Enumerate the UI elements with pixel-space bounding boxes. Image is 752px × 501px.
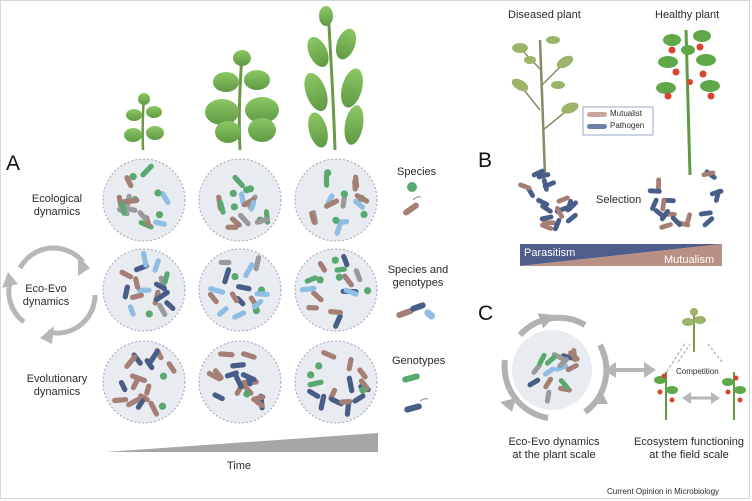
panel-a-label: A — [6, 152, 21, 175]
legend-mutualist-label: Mutualist — [610, 109, 643, 118]
credit-text: Current Opinion in Microbiology — [607, 487, 720, 496]
legend-species-label: Species — [397, 166, 437, 178]
microbe-circle-r1-c2 — [198, 158, 282, 242]
legend-species-genotypes-label: Species and genotypes — [387, 264, 449, 289]
microbe-circle-r3-c1 — [102, 340, 186, 424]
competition-dashed-arrows — [663, 341, 723, 377]
parasitism-label: Parasitism — [524, 247, 576, 259]
legend-genotypes-label: Genotypes — [392, 355, 446, 367]
medium-plant-icon — [205, 50, 279, 151]
microbe-circle-r3-c2 — [198, 340, 282, 424]
plant-scale-microbes — [527, 348, 580, 404]
time-wedge — [105, 433, 378, 452]
microbe-grid — [102, 158, 378, 424]
diseased-plant-label: Diseased plant — [508, 9, 581, 21]
plant-scale-label: Eco-Evo dynamics at the plant scale — [508, 436, 600, 461]
microbe-circle-r2-c1 — [102, 248, 186, 332]
microbe-circle-r1-c3 — [294, 158, 378, 242]
time-label: Time — [227, 460, 252, 472]
ecological-dynamics-label: Ecological dynamics — [31, 193, 83, 218]
evolutionary-dynamics-label: Evolutionary dynamics — [26, 373, 88, 398]
microbe-circle-r2-c3 — [294, 248, 378, 332]
large-plant-icon — [304, 6, 364, 151]
microbe-circle-r2-c2 — [198, 248, 282, 332]
microbe-legend-box — [582, 106, 654, 136]
mutualism-label: Mutualism — [664, 254, 715, 266]
field-right-plant-icon — [722, 372, 746, 420]
small-plant-icon — [124, 93, 164, 151]
competition-label: Competition — [676, 367, 719, 376]
legend-genotypes-icons — [402, 373, 429, 413]
eco-evo-dynamics-label: Eco-Evo dynamics — [22, 283, 70, 308]
field-top-plant-icon — [682, 308, 706, 352]
mutualism-bar — [520, 244, 722, 266]
microbe-circle-r1-c1 — [102, 158, 186, 242]
healthy-plant-icon — [656, 29, 720, 176]
microbe-circle-r3-c3 — [294, 340, 378, 424]
diseased-plant-icon — [511, 36, 579, 176]
legend-species-icons — [403, 182, 422, 216]
legend-pathogen-label: Pathogen — [610, 121, 645, 130]
field-double-arrow-icon — [682, 392, 720, 404]
healthy-plant-label: Healthy plant — [655, 9, 720, 21]
field-left-plant-icon — [654, 372, 678, 420]
panel-c-label: C — [478, 302, 494, 325]
double-arrow-icon — [604, 362, 656, 378]
field-scale-label: Ecosystem functioning at the field scale — [633, 436, 745, 461]
selection-microbe-groups — [518, 168, 724, 232]
panel-b-label: B — [478, 149, 493, 172]
legend-species-genotypes-icons — [396, 302, 436, 320]
selection-label: Selection — [596, 194, 642, 206]
